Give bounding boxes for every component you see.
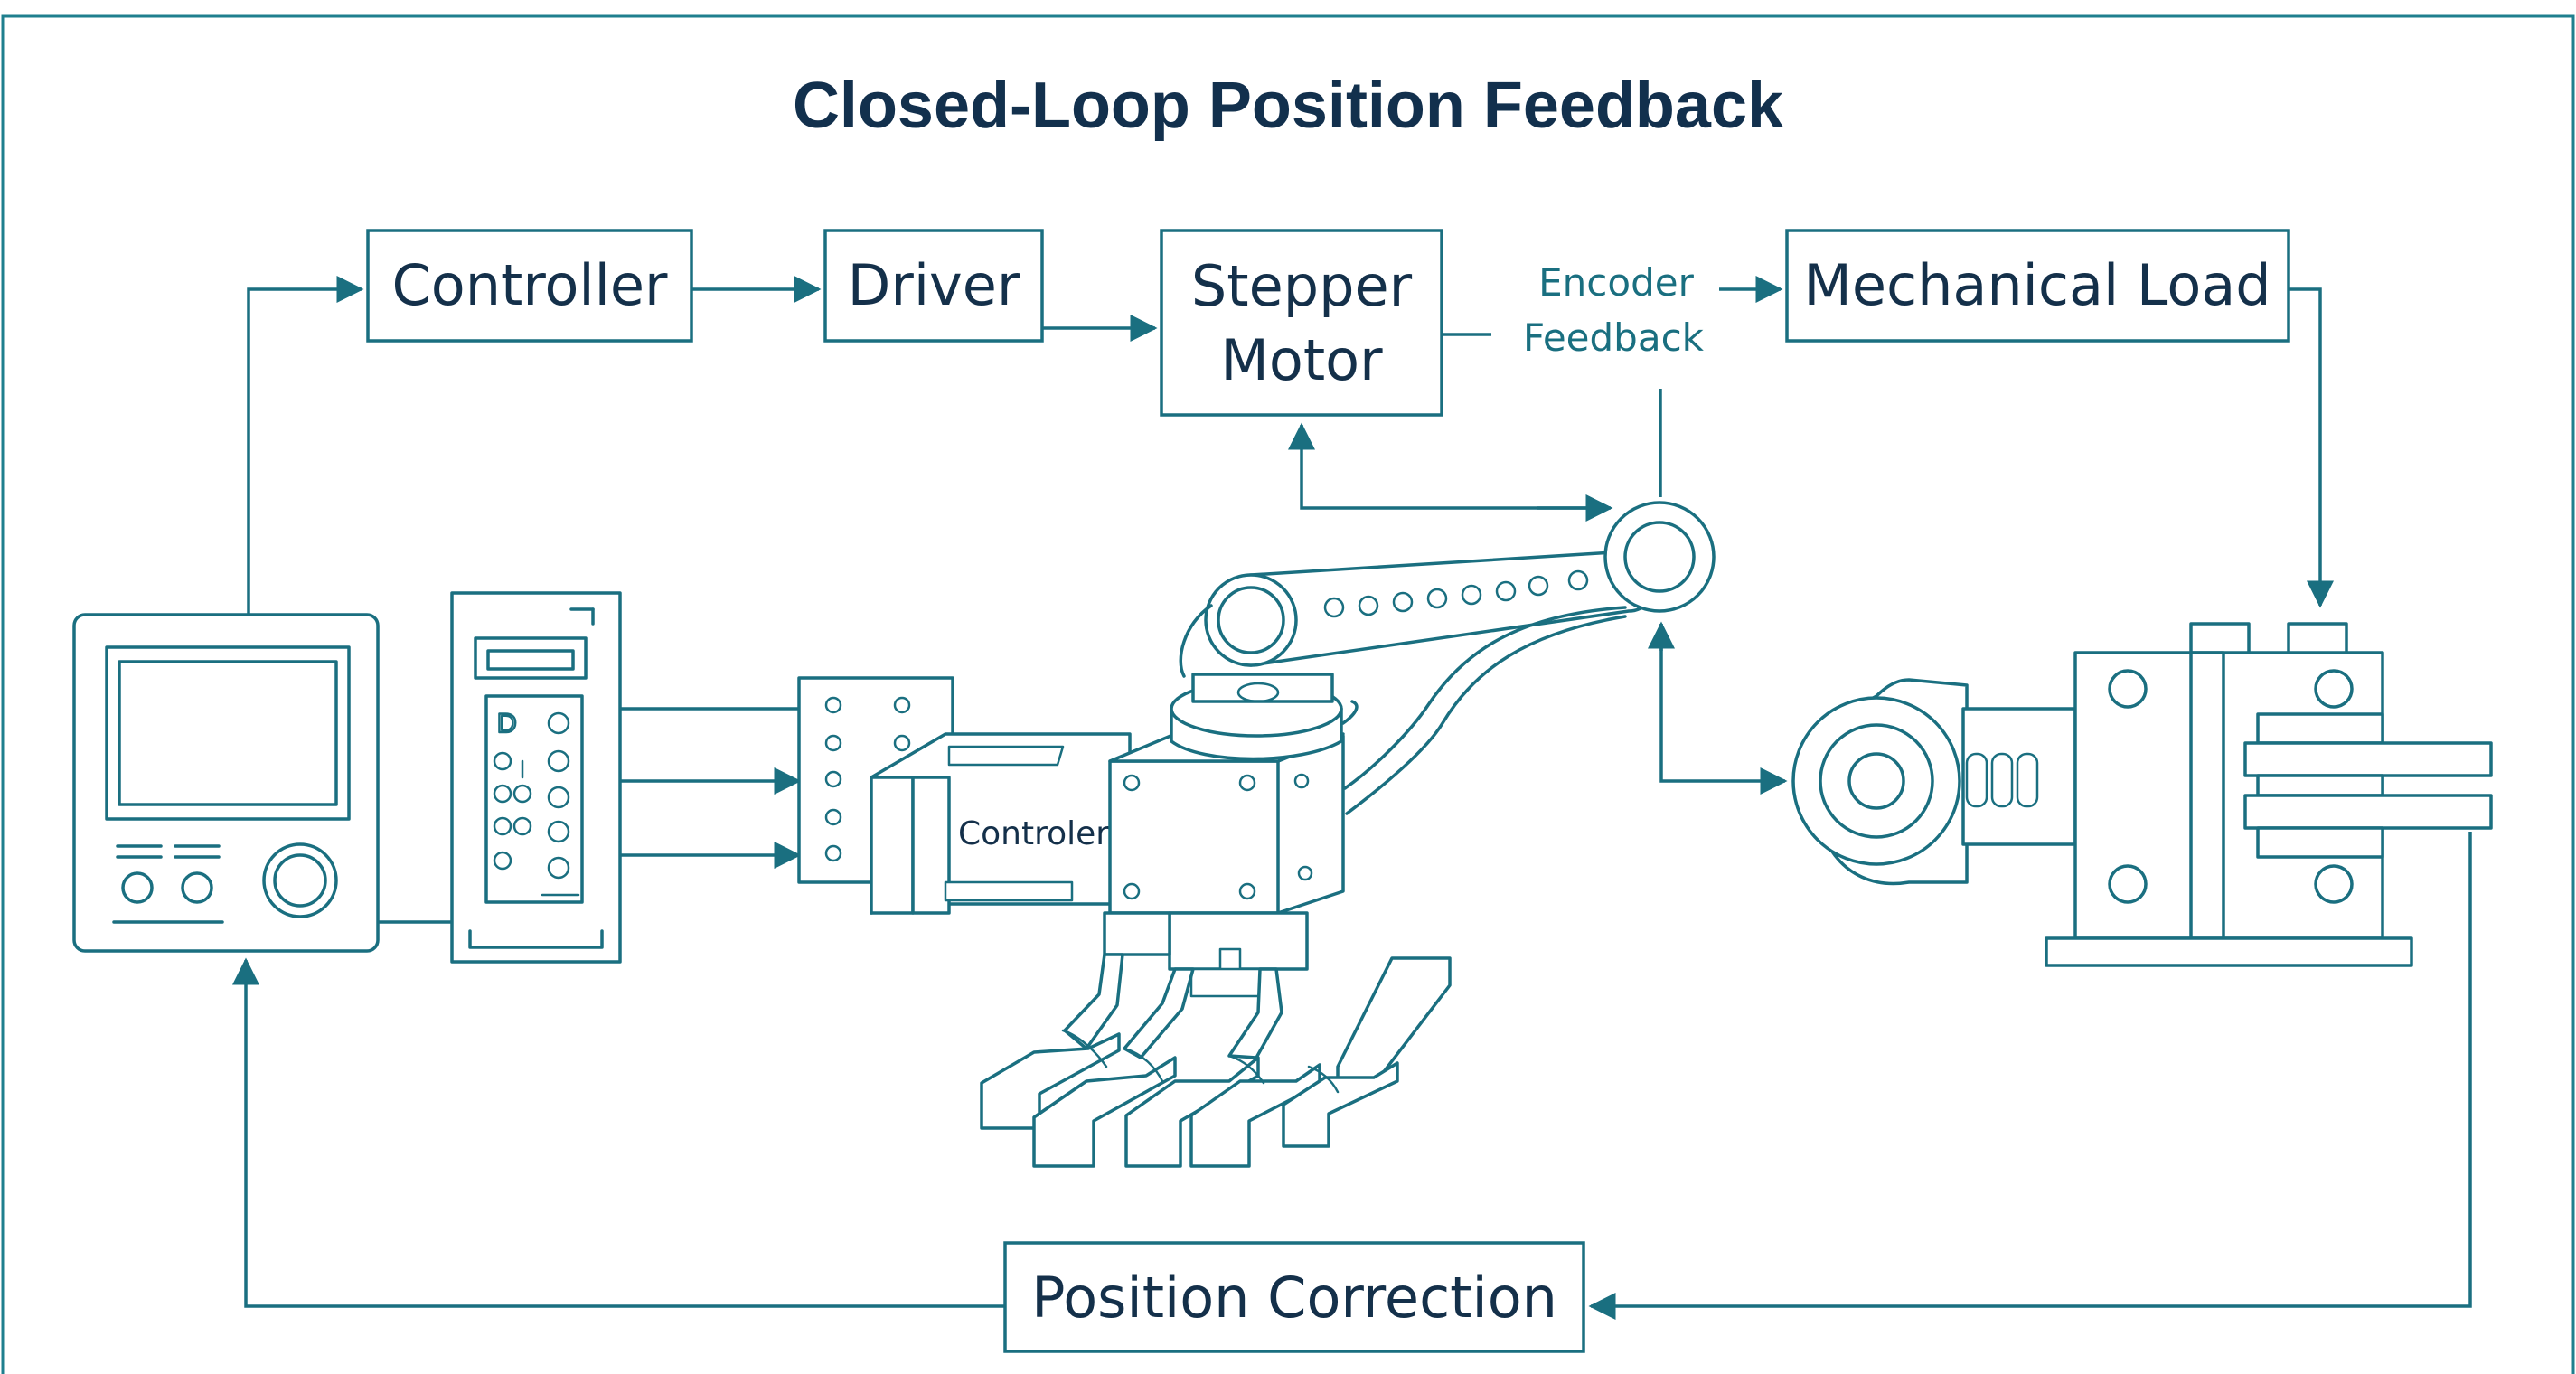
- arrow-wheel-down-to-load: [1659, 624, 1788, 795]
- encoder-feedback-label: Encoder Feedback: [1523, 260, 1705, 360]
- controller-node: Controller: [366, 229, 693, 343]
- driver-node: Driver: [823, 229, 1044, 343]
- position-correction-node: Position Correction: [1003, 1241, 1585, 1353]
- robot-arm-illustration: Controler: [797, 501, 1716, 1168]
- driver-module-illustration: D: [450, 591, 622, 964]
- robot-base-label: Controler: [958, 815, 1109, 852]
- load-assembly-illustration: [1791, 622, 2493, 967]
- arrow-wheel-to-motor: [1288, 422, 1609, 510]
- stepper-motor-box: [1160, 229, 1443, 417]
- mechanical-load-box: [1785, 229, 2290, 343]
- control-panel-illustration: [72, 613, 380, 953]
- mechanical-load-node: Mechanical Load: [1785, 229, 2290, 343]
- controller-box: [366, 229, 693, 343]
- position-correction-box: [1003, 1241, 1585, 1353]
- stepper-motor-label-line2: Motor: [1220, 327, 1383, 393]
- arrow-load-to-correction: [1588, 832, 2472, 1320]
- driver-box: [823, 229, 1044, 343]
- flow-arrows: [232, 276, 2472, 1320]
- outer-frame: [1, 14, 2575, 1374]
- driver-label: Driver: [848, 252, 1020, 318]
- controller-label: Controller: [392, 252, 668, 318]
- arrow-load-down: [2289, 287, 2334, 608]
- arrow-panel-to-controller: [247, 276, 364, 615]
- arrow-correction-to-panel: [232, 957, 1005, 1308]
- position-correction-label: Position Correction: [1031, 1265, 1557, 1331]
- encoder-feedback-line2: Feedback: [1523, 315, 1705, 360]
- stepper-motor-label-line1: Stepper: [1191, 253, 1413, 319]
- encoder-feedback-line1: Encoder: [1538, 260, 1694, 305]
- stepper-motor-node: Stepper Motor: [1160, 229, 1443, 417]
- svg-text:D: D: [497, 709, 517, 739]
- mechanical-load-label: Mechanical Load: [1803, 252, 2270, 318]
- diagram-title: Closed-Loop Position Feedback: [793, 70, 1784, 142]
